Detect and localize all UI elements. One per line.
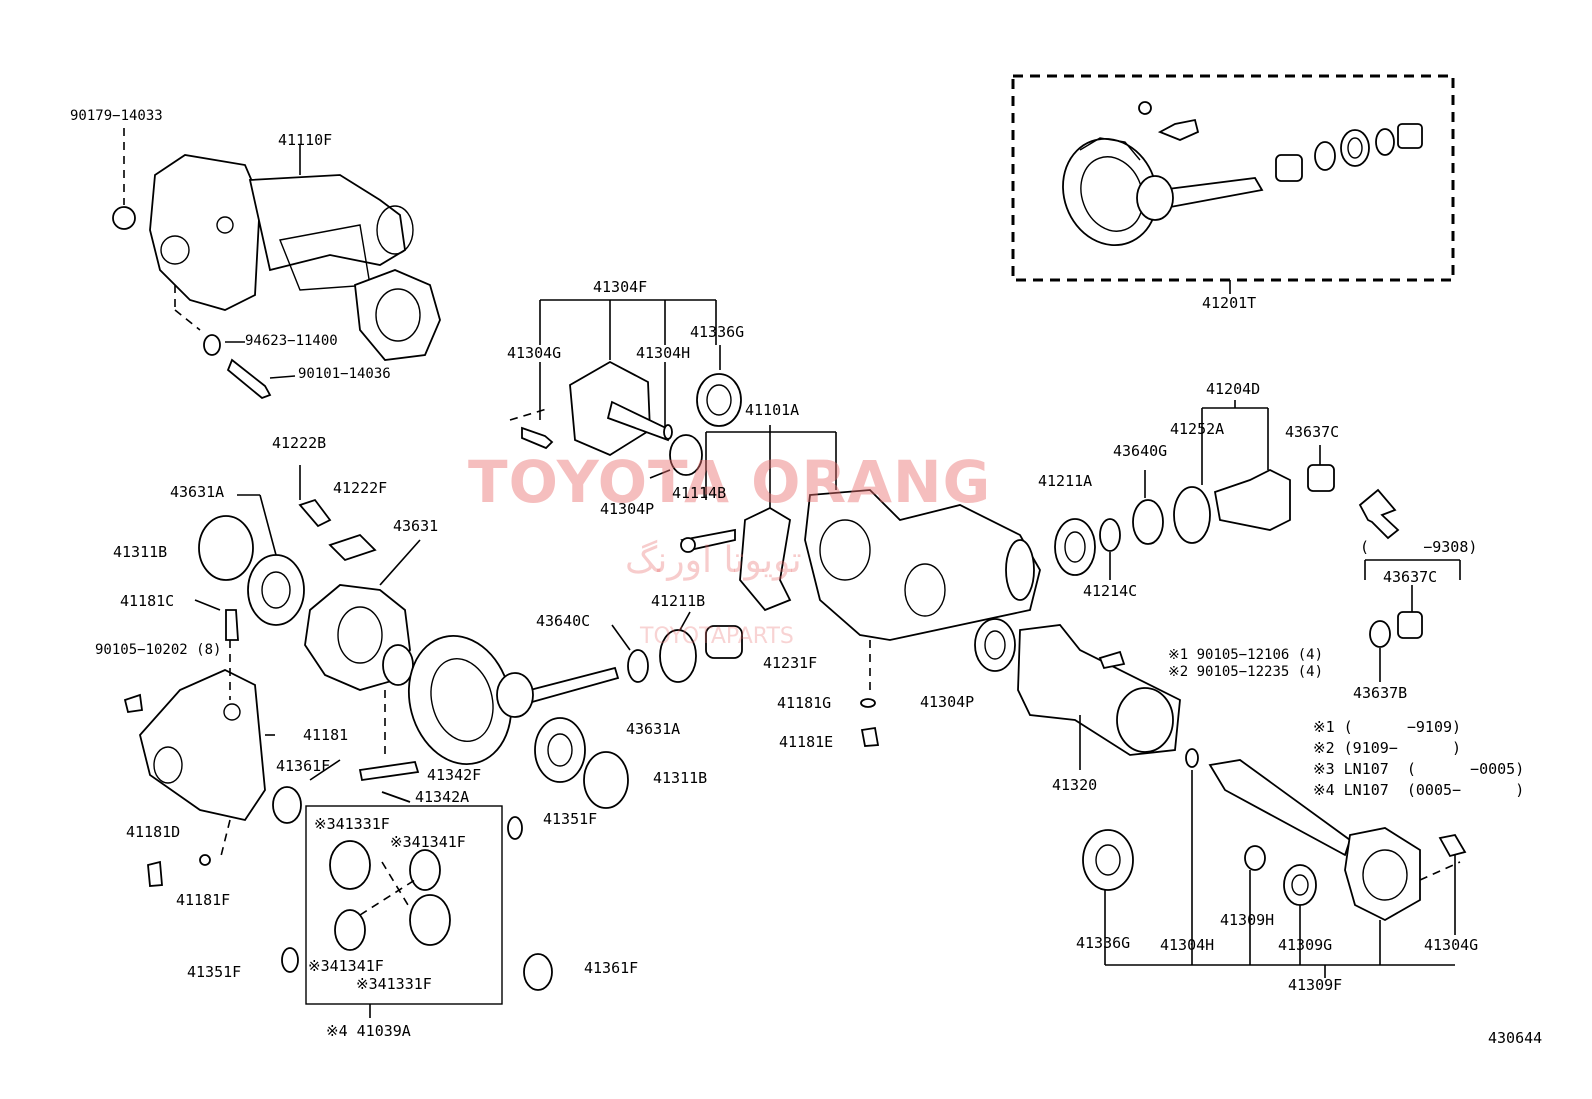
part-label: ※2 90105−12235 (4)	[1168, 664, 1324, 680]
ring-pinion-kit-box	[1011, 74, 1455, 294]
bearing-cap-group	[680, 425, 837, 612]
part-label: 90101−14036	[298, 366, 391, 382]
part-label: 41304P	[920, 693, 975, 711]
part-label: 41304P	[600, 500, 655, 518]
part-label: 41336G	[1076, 934, 1131, 952]
differential-carrier	[804, 400, 1461, 695]
part-label: 41181D	[126, 823, 181, 841]
part-label: 41231F	[763, 654, 818, 672]
part-label: 43631	[393, 517, 439, 535]
part-label: ※341341F	[308, 957, 384, 975]
part-label: 90179−14033	[70, 108, 163, 124]
part-label: 41361F	[276, 757, 331, 775]
part-label: 41351F	[543, 810, 598, 828]
part-label: 43637B	[1353, 684, 1408, 702]
part-label: 41311B	[653, 769, 708, 787]
part-label: 43640C	[536, 612, 591, 630]
footnote: ※2 (9109− )	[1313, 739, 1462, 757]
part-label: ※341331F	[314, 815, 390, 833]
part-label: ※4 41039A	[326, 1022, 411, 1040]
part-label: 41181F	[176, 891, 231, 909]
part-label: 41309H	[1220, 911, 1275, 929]
diagram-id: 430644	[1488, 1029, 1543, 1047]
part-label: 41101A	[745, 401, 800, 419]
part-label: 41110F	[278, 131, 333, 149]
part-label: 41304G	[1424, 936, 1479, 954]
part-label: 41181C	[120, 592, 175, 610]
part-label: 41211B	[651, 592, 706, 610]
part-label: 41361F	[584, 959, 639, 977]
part-label: 41204D	[1206, 380, 1261, 398]
part-label: 41342F	[427, 766, 482, 784]
part-label: 43631A	[170, 483, 225, 501]
part-label: 43631A	[626, 720, 681, 738]
part-label: 41181G	[777, 694, 832, 712]
pinion-gear-kit-box	[281, 805, 553, 1018]
watermark-persian: تویوتا اورنگ	[625, 540, 802, 581]
part-label: 41351F	[187, 963, 242, 981]
carrier-cover-group	[123, 465, 377, 887]
part-label: 41214C	[1083, 582, 1138, 600]
part-label: 41211A	[1038, 472, 1093, 490]
watermark-title: TOYOTA ORANG	[468, 448, 992, 516]
footnote: ※4 LN107 (0005− )	[1313, 781, 1525, 799]
part-label: 41309F	[1288, 976, 1343, 994]
part-label: ※341341F	[390, 833, 466, 851]
part-label: 41181	[303, 726, 349, 744]
part-label: 41304G	[507, 344, 562, 362]
part-label: ( −9308)	[1360, 538, 1478, 556]
part-label: 41342A	[415, 788, 470, 806]
carrier-housing-assy	[112, 128, 441, 400]
part-label: 41201T	[1202, 294, 1257, 312]
axle-shaft-group-top	[509, 299, 742, 479]
part-label: 41304H	[636, 344, 691, 362]
part-label: 41320	[1052, 776, 1098, 794]
part-label: ※341331F	[356, 975, 432, 993]
part-label: 43640G	[1113, 442, 1168, 460]
part-label: 41304H	[1160, 936, 1215, 954]
watermark-url: TOYOTAPARTS	[640, 624, 794, 649]
part-label: 94623−11400	[245, 333, 338, 349]
part-label: 43637C	[1383, 568, 1438, 586]
part-label: 41222F	[333, 479, 388, 497]
part-label: 41222B	[272, 434, 327, 452]
part-label: 43637C	[1285, 423, 1340, 441]
part-label: 41311B	[113, 543, 168, 561]
differential-case-group	[304, 539, 743, 840]
part-label: 41181E	[779, 733, 834, 751]
part-label: 41252A	[1170, 420, 1225, 438]
axle-housing-group	[860, 618, 1467, 978]
footnote: ※3 LN107 ( −0005)	[1313, 760, 1525, 778]
part-label: 90105−10202 (8)	[95, 642, 222, 658]
part-label: ※1 90105−12106 (4)	[1168, 647, 1324, 663]
footnote: ※1 ( −9109)	[1313, 718, 1462, 736]
part-label: 41114B	[672, 484, 727, 502]
part-label: 41304F	[593, 278, 648, 296]
part-label: 41336G	[690, 323, 745, 341]
part-label: 41309G	[1278, 936, 1333, 954]
